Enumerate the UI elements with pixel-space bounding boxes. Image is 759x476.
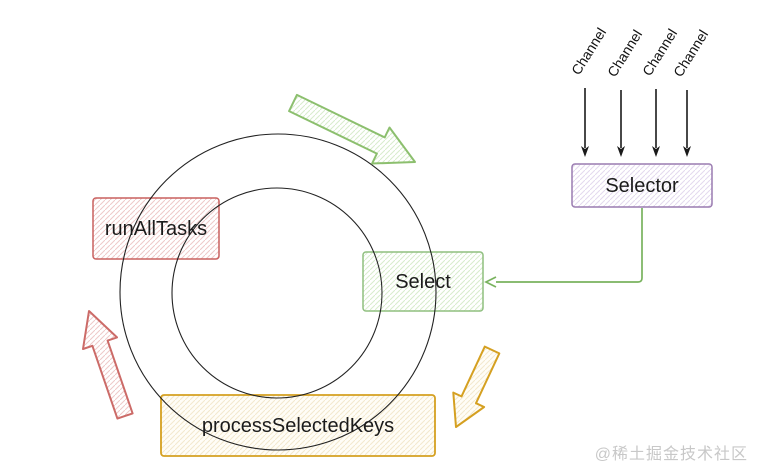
channel-label: Channel [604, 27, 645, 80]
loop-arrow-top-icon [288, 93, 416, 165]
node-run-all-tasks [92, 197, 220, 260]
selector-box [571, 163, 713, 208]
channel-label: Channel [568, 25, 609, 78]
arrowhead-down-icon [652, 146, 660, 157]
node-selector [571, 163, 713, 208]
node-select [362, 251, 484, 312]
run-all-tasks-label: runAllTasks [105, 218, 207, 240]
node-process-selected-keys [160, 394, 436, 457]
event-loop-inner-circle [171, 187, 383, 399]
arrowhead-down-icon [617, 146, 625, 157]
loop-arrow-bottom-right-icon [452, 345, 501, 428]
selector-label: Selector [605, 175, 679, 197]
process-selected-keys-label: processSelectedKeys [202, 415, 394, 437]
loop-arrow-left-icon [82, 310, 134, 420]
channel-arrows [584, 88, 688, 148]
watermark-text: @稀土掘金技术社区 [594, 446, 748, 463]
event-loop-outer-circle [119, 133, 437, 451]
arrowhead-left-icon [484, 276, 497, 288]
arrowhead-down-icon [581, 146, 589, 157]
channel-arrowheads [581, 146, 691, 157]
run-all-tasks-box [92, 197, 220, 260]
process-selected-keys-box [160, 394, 436, 457]
select-label: Select [395, 271, 451, 293]
selector-to-select-connector [484, 208, 643, 288]
select-box [362, 251, 484, 312]
connector-line [496, 208, 643, 283]
arrowhead-down-icon [683, 146, 691, 157]
